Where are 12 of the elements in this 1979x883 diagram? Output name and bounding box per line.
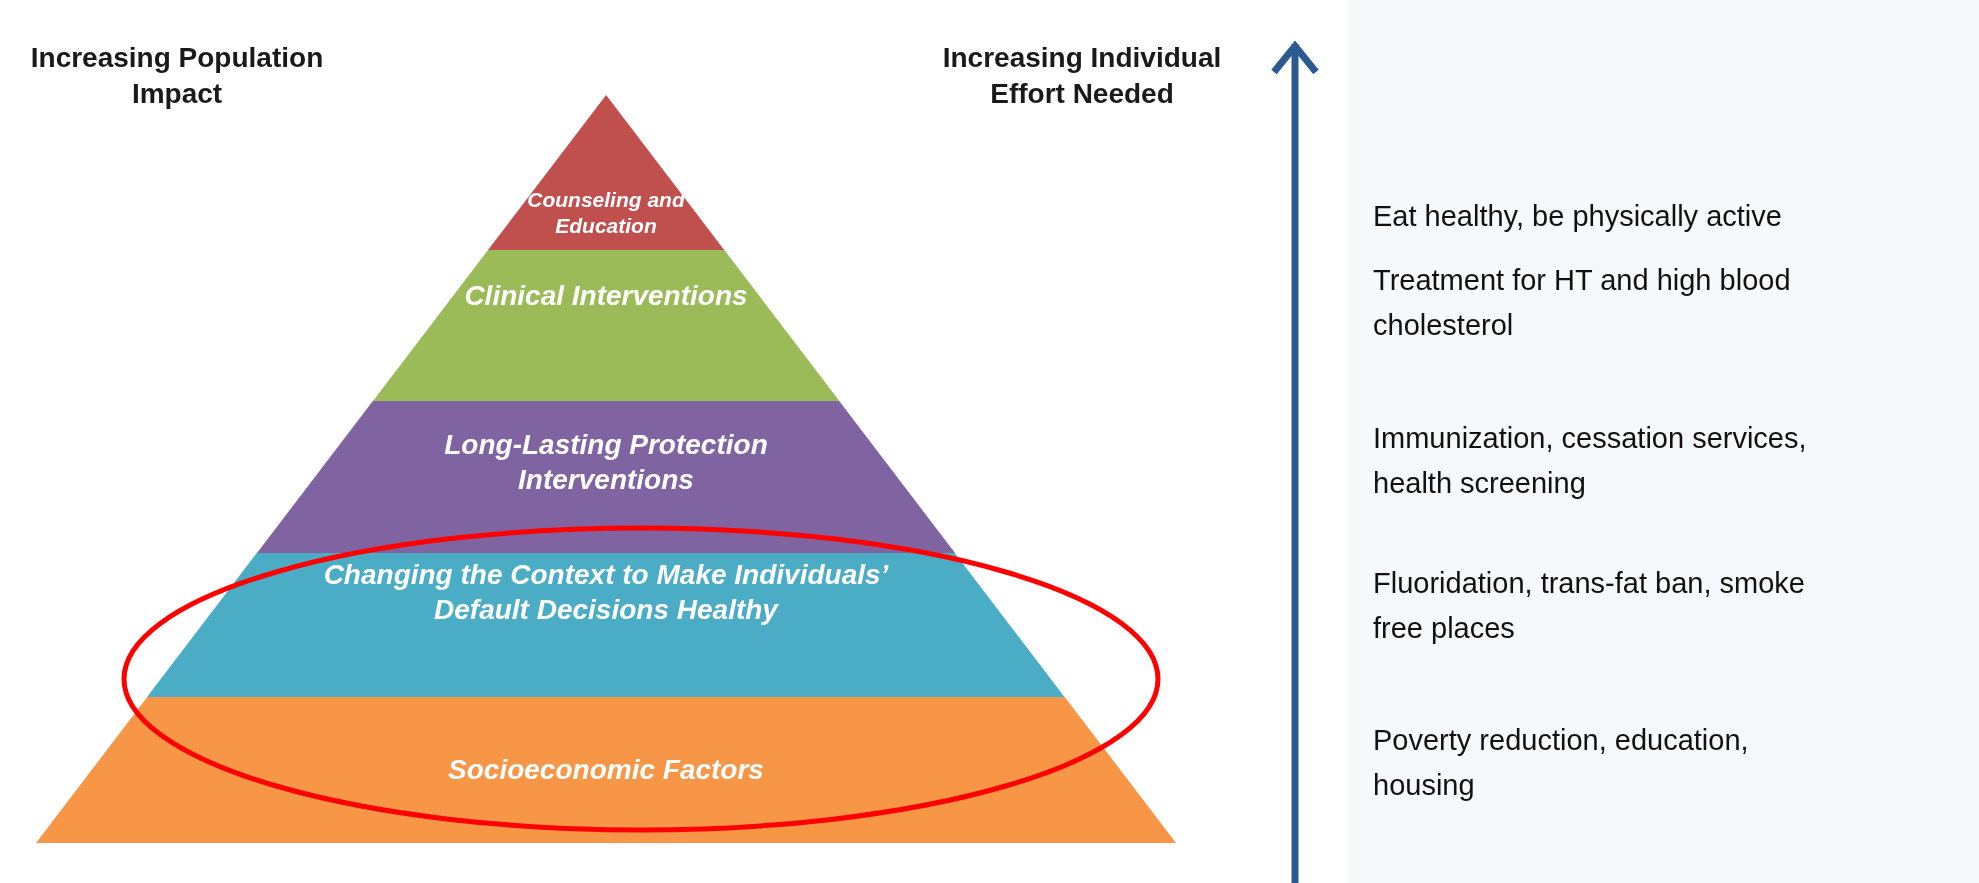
example-text: Treatment for HT and high blood cholesterol (1373, 263, 1792, 343)
tier-label: Socioeconomic Factors (447, 753, 765, 787)
axis-heading: Increasing Individual Effort Needed (941, 41, 1223, 112)
tier-label: Long-Lasting Protection Interventions (443, 428, 769, 497)
example-text: Poverty reduction, education, housing (1373, 723, 1750, 803)
example-text: Fluoridation, trans-fat ban, smoke free places (1373, 566, 1806, 646)
tier-label: Counseling and Education (526, 187, 686, 240)
tier-label: Changing the Context to Make Individuals’ Default Decisions Healthy (322, 558, 890, 627)
example-text: Immunization, cessation services, health screening (1373, 421, 1808, 501)
example-text: Eat healthy, be physically active (1373, 199, 1783, 234)
axis-heading: Increasing Population Impact (29, 41, 325, 112)
tier-label: Clinical Interventions (463, 279, 749, 313)
